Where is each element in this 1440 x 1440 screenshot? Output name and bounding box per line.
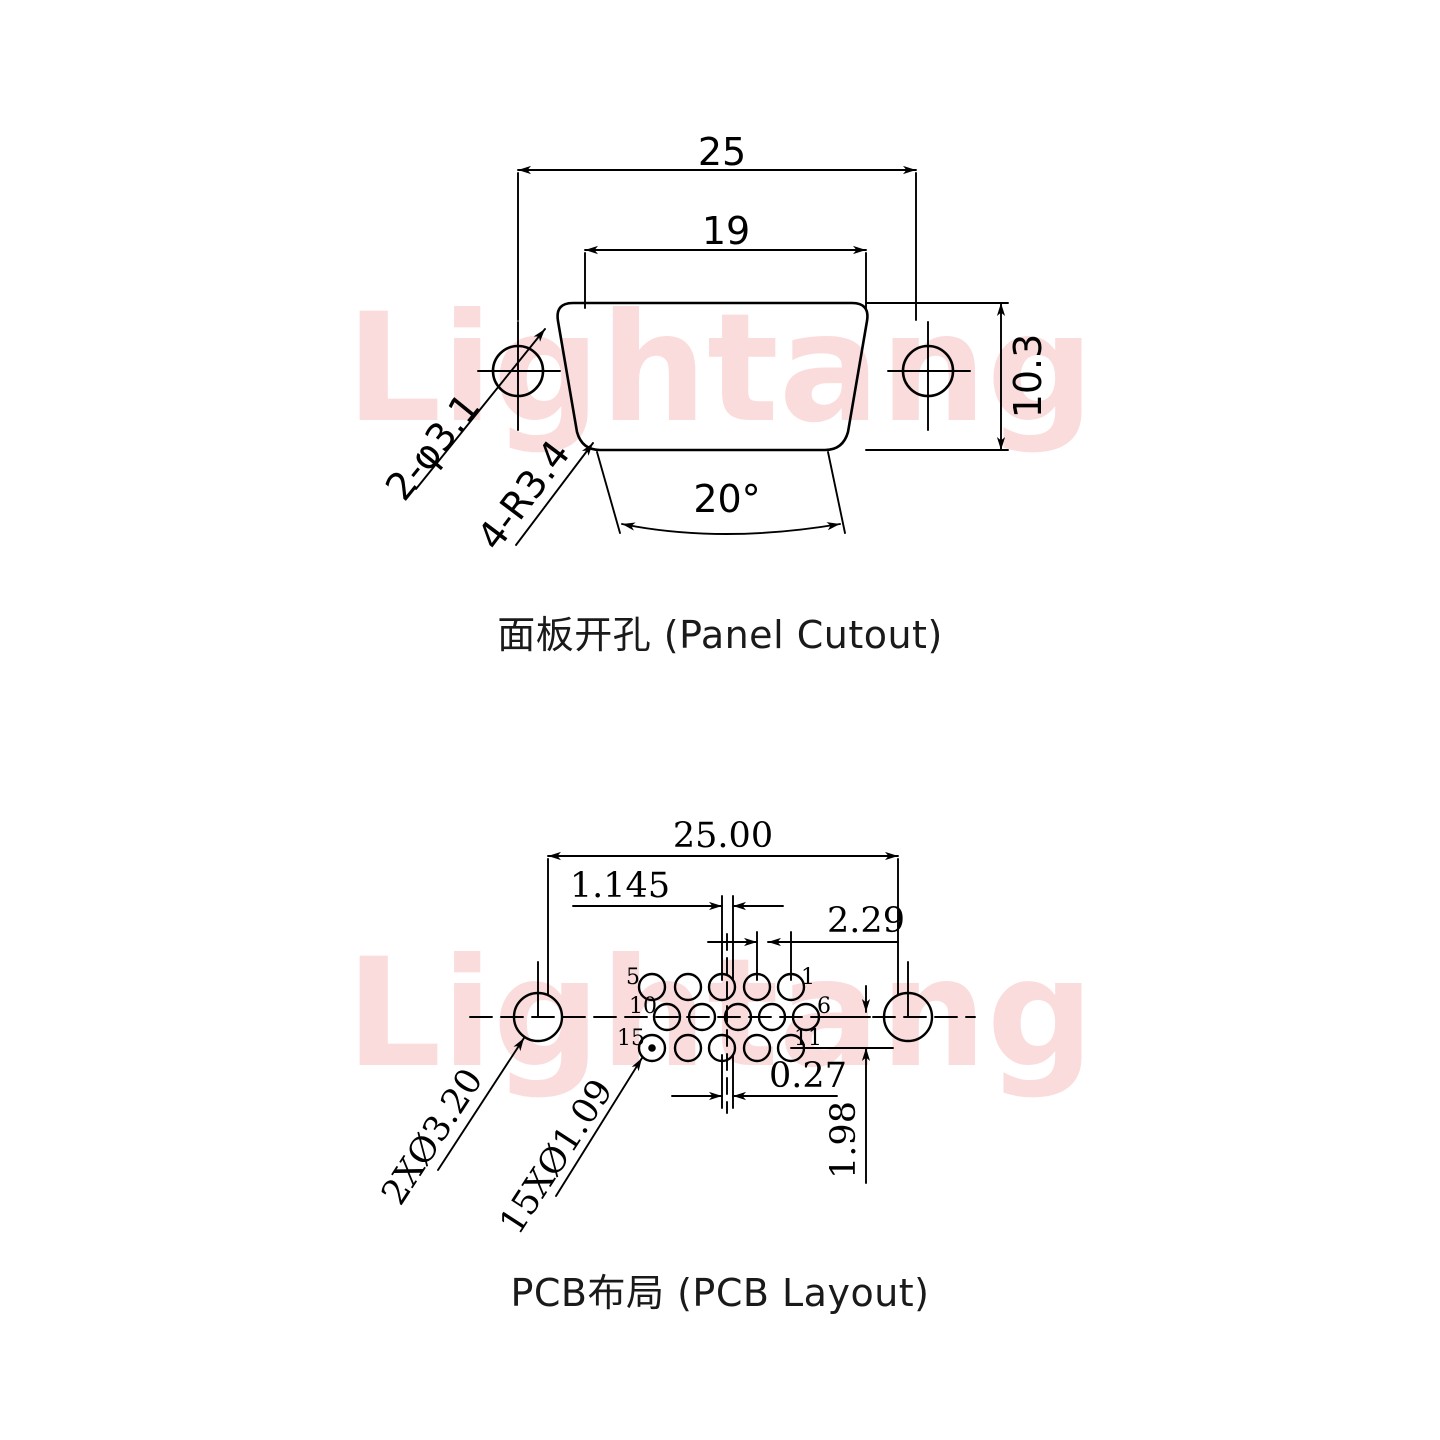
watermark-panel: Lightang (346, 282, 1094, 456)
watermark-pcb: Lightang (346, 927, 1094, 1101)
leader-pcb-signal-holes (555, 1057, 643, 1197)
pcb-pin-row-middle (652, 1002, 821, 1032)
pin-label-15: 15 (617, 1026, 645, 1051)
panel-mounting-hole-left (477, 321, 561, 431)
label-pcb-027: 0.27 (769, 1056, 847, 1096)
label-opening-19: 19 (702, 209, 750, 253)
pin-label-11: 11 (794, 1026, 822, 1051)
panel-cutout-outline (556, 301, 869, 452)
dim-pcb-229 (707, 931, 899, 981)
dim-height-103 (865, 302, 1009, 451)
dim-pcb-027 (671, 1054, 838, 1109)
panel-mounting-hole-right (887, 321, 971, 431)
pcb-mounting-hole-left (512, 961, 564, 1043)
leader-pcb-mounting-holes (437, 1037, 525, 1171)
pin-label-10: 10 (629, 994, 657, 1019)
pin-label-5: 5 (626, 965, 640, 990)
dim-overall-25 (517, 165, 917, 321)
label-angle-20: 20° (693, 477, 760, 521)
label-height-103: 10.3 (1006, 334, 1050, 419)
dim-opening-19 (584, 245, 867, 309)
pcb-layout-view (437, 851, 976, 1197)
dim-angle-20 (596, 451, 846, 535)
pin-label-6: 6 (817, 994, 831, 1019)
label-pcb-229: 2.29 (827, 901, 905, 941)
label-pcb-1145: 1.145 (570, 866, 670, 906)
pcb-layout-caption: PCB布局 (PCB Layout) (510, 1271, 930, 1315)
dim-pcb-overall-2500 (547, 851, 899, 996)
watermark-group: Lightang Lightang (346, 282, 1094, 1101)
pin-label-1: 1 (801, 965, 815, 990)
label-overall-25: 25 (698, 130, 746, 174)
panel-cutout-caption: 面板开孔 (Panel Cutout) (497, 613, 943, 657)
panel-cutout-view (415, 165, 1009, 546)
label-pcb-overall: 25.00 (673, 816, 773, 856)
pcb-mounting-hole-right (882, 961, 934, 1043)
leader-corner-radius (515, 442, 594, 546)
label-pcb-198: 1.98 (824, 1101, 864, 1179)
dim-pcb-1145 (572, 895, 784, 981)
leader-mounting-holes (415, 328, 546, 490)
